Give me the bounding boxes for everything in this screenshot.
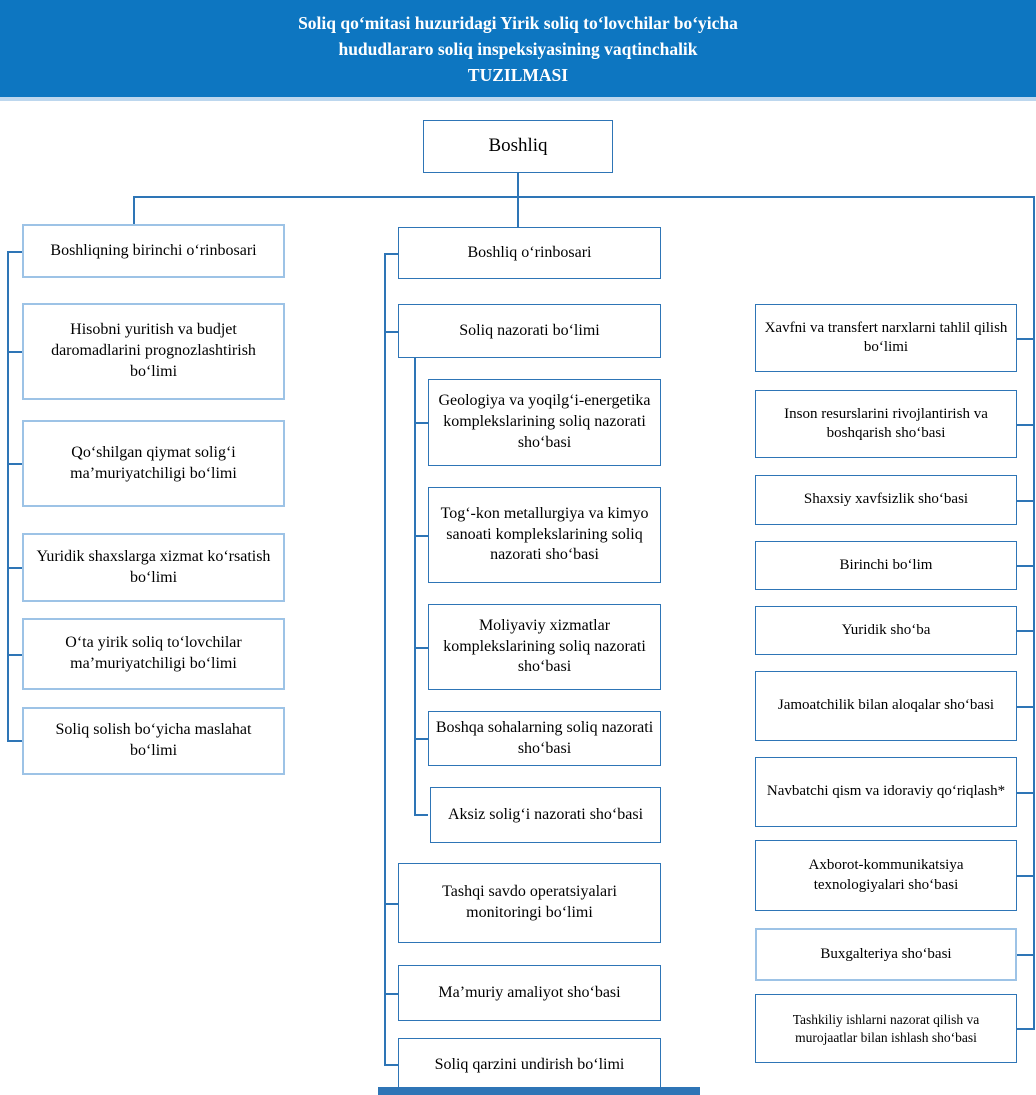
node-boshqa-sohalar-shobasi: Boshqa sohalarning soliq nazorati shoʻba…: [428, 711, 661, 766]
node-jamoatchilik-aloqalar-shobasi: Jamoatchilik bilan aloqalar shoʻbasi: [755, 671, 1017, 741]
connector-stub: [414, 647, 428, 649]
connector-left-drop: [133, 196, 135, 224]
connector-stub: [1017, 792, 1034, 794]
title-line-2: hududlararo soliq inspeksiyasining vaqti…: [338, 38, 698, 59]
node-yuridik-shaxslarga-xizmat-bolimi: Yuridik shaxslarga xizmat koʻrsatish boʻ…: [22, 533, 285, 602]
connector-stub: [1017, 630, 1034, 632]
connector-stub: [414, 422, 428, 424]
connector-stub: [7, 654, 22, 656]
node-soliq-qarzini-undirish-bolimi: Soliq qarzini undirish boʻlimi: [398, 1038, 661, 1092]
connector-stub: [414, 814, 428, 816]
node-birinchi-bolim: Birinchi boʻlim: [755, 541, 1017, 590]
connector-stub: [384, 253, 398, 255]
node-yuridik-shoba: Yuridik shoʻba: [755, 606, 1017, 655]
node-ota-yirik-tolovchilar-bolimi: Oʻta yirik soliq toʻlovchilar maʼmuriyat…: [22, 618, 285, 690]
node-soliq-nazorati-bolimi: Soliq nazorati boʻlimi: [398, 304, 661, 358]
connector-stub: [1017, 875, 1034, 877]
node-togkon-shobasi: Togʻ-kon metallurgiya va kimyo sanoati k…: [428, 487, 661, 583]
connector-left-spine: [7, 251, 9, 741]
connector-main-horizontal: [133, 196, 1034, 198]
connector-stub: [1017, 1028, 1034, 1030]
node-boshliq: Boshliq: [423, 120, 613, 173]
connector-stub: [384, 331, 398, 333]
node-inson-resurslari-shobasi: Inson resurslarini rivojlantirish va bos…: [755, 390, 1017, 458]
connector-stub: [7, 251, 22, 253]
connector-stub: [384, 903, 398, 905]
connector-stub: [1017, 565, 1034, 567]
connector-stub: [384, 993, 398, 995]
connector-stub: [414, 535, 428, 537]
connector-stub: [7, 463, 22, 465]
node-tashkiliy-ishlar-shobasi: Tashkiliy ishlarni nazorat qilish va mur…: [755, 994, 1017, 1063]
connector-root-drop: [517, 173, 519, 197]
node-qqs-mamuriyatchiligi-bolimi: Qoʻshilgan qiymat soligʻi maʼmuriyatchil…: [22, 420, 285, 507]
node-boshliq-orinbosari: Boshliq oʻrinbosari: [398, 227, 661, 279]
connector-stub: [7, 740, 22, 742]
connector-stub: [384, 1064, 398, 1066]
connector-stub: [1017, 954, 1034, 956]
node-shaxsiy-xavfsizlik-shobasi: Shaxsiy xavfsizlik shoʻbasi: [755, 475, 1017, 525]
node-aksiz-nazorati-shobasi: Aksiz soligʻi nazorati shoʻbasi: [430, 787, 661, 843]
title-line-3: TUZILMASI: [467, 64, 569, 85]
node-xavf-transfert-tahlil-bolimi: Xavfni va transfert narxlarni tahlil qil…: [755, 304, 1017, 372]
connector-middle-spine: [384, 253, 386, 1065]
bottom-blue-strip: [378, 1087, 700, 1095]
banner-underline-strip: [0, 97, 1036, 101]
connector-sub-spine: [414, 358, 416, 815]
connector-stub: [1017, 338, 1034, 340]
node-soliq-solish-maslahat-bolimi: Soliq solish boʻyicha maslahat boʻlimi: [22, 707, 285, 775]
connector-stub: [1017, 424, 1034, 426]
node-buxgalteriya-shobasi: Buxgalteriya shoʻbasi: [755, 928, 1017, 981]
node-axborot-kommunikatsiya-shobasi: Axborot-kommunikatsiya texnologiyalari s…: [755, 840, 1017, 911]
node-moliyaviy-xizmatlar-shobasi: Moliyaviy xizmatlar komplekslarining sol…: [428, 604, 661, 690]
connector-stub: [1017, 706, 1034, 708]
connector-stub: [414, 738, 428, 740]
node-geologiya-shobasi: Geologiya va yoqilgʻi-energetika komplek…: [428, 379, 661, 466]
node-mamuriy-amaliyot-shobasi: Maʼmuriy amaliyot shoʻbasi: [398, 965, 661, 1021]
node-hisobni-yuritish-bolimi: Hisobni yuritish va budjet daromadlarini…: [22, 303, 285, 400]
connector-middle-drop: [517, 196, 519, 227]
title-line-1: Soliq qoʻmitasi huzuridagi Yirik soliq t…: [298, 12, 738, 33]
connector-right-spine: [1033, 196, 1035, 1030]
node-tashqi-savdo-monitoringi-bolimi: Tashqi savdo operatsiyalari monitoringi …: [398, 863, 661, 943]
connector-stub: [7, 567, 22, 569]
node-navbatchi-qism-qoriqlash: Navbatchi qism va idoraviy qoʻriqlash*: [755, 757, 1017, 827]
connector-stub: [7, 351, 22, 353]
connector-stub: [1017, 500, 1034, 502]
title-banner: Soliq qoʻmitasi huzuridagi Yirik soliq t…: [0, 0, 1036, 97]
node-birinchi-orinbosari: Boshliqning birinchi oʻrinbosari: [22, 224, 285, 278]
